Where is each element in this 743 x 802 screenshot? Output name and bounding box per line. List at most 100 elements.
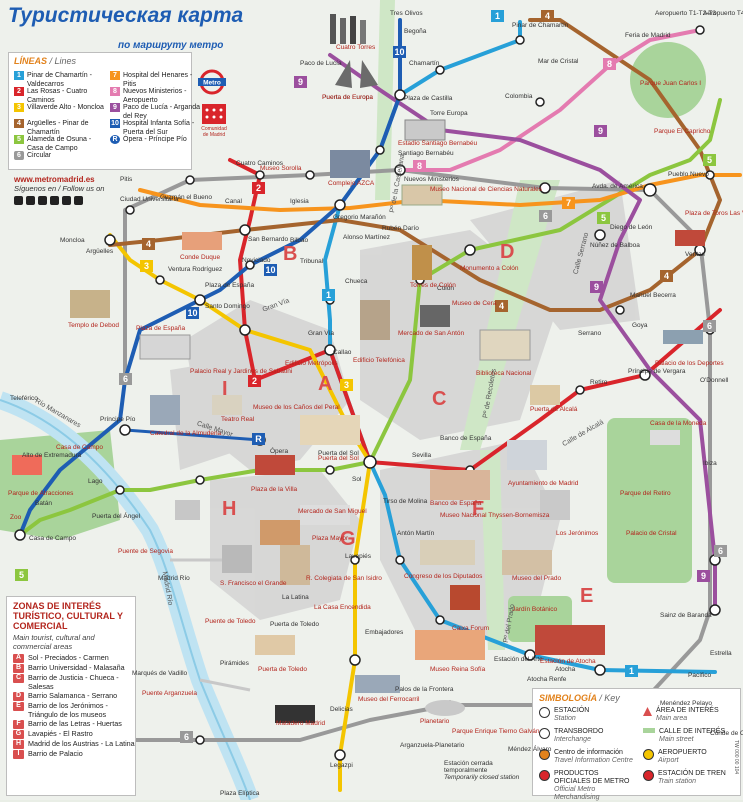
station-label[interactable]: Príncipe Pío [100,416,136,423]
station-label[interactable]: Marqués de Vadillo [132,670,188,677]
zones-subtitle: Main tourist, cultural and commercial ar… [13,633,95,651]
station-label[interactable]: Puerta del Ángel [92,513,141,520]
station-label[interactable]: Retiro [590,379,608,386]
station-label[interactable]: Estación del Arte [494,656,543,663]
station-label[interactable]: Sainz de Baranda [660,612,712,619]
station-label[interactable]: Ventura Rodríguez [168,266,223,273]
station-label[interactable]: Puerta del Sol [318,450,359,457]
svg-text:8: 8 [607,59,612,69]
station-label[interactable]: Arganzuela-Planetario [400,742,465,749]
station-label[interactable]: San Bernardo [248,236,289,243]
station-label[interactable]: Pinar de Chamartín [512,22,569,29]
station-label[interactable]: Paco de Lucía [300,60,342,67]
station-label[interactable]: Ciudad Universitaria [120,196,179,203]
station-label[interactable]: Príncipe de Vergara [628,368,686,375]
linkedin-icon[interactable] [62,196,71,205]
station-label[interactable]: O'Donnell [700,377,729,384]
station-label[interactable]: Batán [35,500,52,507]
station-label[interactable]: La Latina [282,594,309,601]
station-label[interactable]: Madrid Río [158,575,190,582]
station-label[interactable]: Colón [437,285,454,292]
station-label[interactable]: Estrella [710,650,732,657]
station-label[interactable]: Colombia [505,93,533,100]
station-label[interactable]: Palos de la Frontera [395,686,454,693]
station-label[interactable]: Teleférico [10,395,38,402]
station-label[interactable]: Lavapiés [345,553,372,560]
station-label[interactable]: Casa de Campo [29,535,76,542]
station-label[interactable]: Alto de Extremadura [22,452,82,459]
station-label[interactable]: Feria de Madrid [625,32,671,39]
station-label[interactable]: Pacífico [688,672,712,679]
station-label[interactable]: Ventas [685,251,705,258]
station-label[interactable]: Diego de León [610,224,653,231]
station-label[interactable]: Legazpi [330,762,353,769]
key-item-label-en: Interchange [554,736,591,743]
station-label[interactable]: Atocha Renfe [527,676,567,683]
station-label[interactable]: Sevilla [412,452,432,459]
station-label[interactable]: Santiago Bernabéu [398,150,454,157]
station-label[interactable]: Argüelles [86,248,114,255]
station-label[interactable]: Gregorio Marañón [333,214,386,221]
station-label[interactable]: Pirámides [220,660,249,667]
station-label[interactable]: Serrano [578,330,602,337]
station-label[interactable]: Conde de Casal [710,730,743,737]
station-label[interactable]: Guzmán el Bueno [160,194,213,201]
station-label[interactable]: Chueca [345,278,368,285]
station-label[interactable]: Gran Vía [308,330,335,337]
station-label[interactable]: Tres Olivos [390,10,423,17]
station-label[interactable]: Torre Europa [430,110,468,117]
follow-text: Síguenos en / Follow us on [14,184,105,193]
station-label[interactable]: Noviciado [242,257,271,264]
station-label[interactable]: Puerta de Toledo [270,621,320,628]
station-label[interactable]: Moncloa [60,237,85,244]
station-label[interactable]: Menéndez Pelayo [660,700,713,707]
place-label: Catedral de la Almudena [150,430,222,437]
station-label[interactable]: Tribunal [300,258,324,265]
station-label[interactable]: Ibiza [703,460,717,467]
instagram-icon[interactable] [26,196,35,205]
station-label[interactable]: Núñez de Balboa [590,242,640,249]
station-label[interactable]: Chamartín [409,60,440,67]
station-label[interactable]: Canal [225,198,242,205]
station-label[interactable]: Lago [88,478,103,485]
station-label[interactable]: Tirso de Molina [383,498,428,505]
station-label[interactable]: Atocha [555,666,576,673]
key-circle-icon [539,707,550,718]
station-label[interactable]: Callao [333,349,352,356]
youtube-icon[interactable] [50,196,59,205]
station-label[interactable]: Santo Domingo [205,303,250,310]
station-label[interactable]: Alonso Martínez [343,234,390,241]
station-label[interactable]: Ópera [270,448,289,455]
station-label[interactable]: Aeropuerto T4 [703,10,743,17]
station-label[interactable]: Plaza de España [205,282,255,289]
station-label[interactable]: Pitis [120,176,133,183]
station-label[interactable]: Cuatro Caminos [236,160,283,167]
station-label[interactable]: Mar de Cristal [538,58,579,65]
facebook-icon[interactable] [14,196,23,205]
station-label[interactable]: Begoña [404,28,427,35]
station-label[interactable]: Rubén Darío [382,225,419,232]
station-label[interactable]: Aeropuerto T1-T2-T3 [655,10,716,17]
station-label[interactable]: Nuevos Ministerios [404,176,459,183]
station-label[interactable]: Sol [352,476,362,483]
station-label[interactable]: Embajadores [365,629,404,636]
station-label[interactable]: Manuel Becerra [630,292,676,299]
station-label[interactable]: Banco de España [440,435,492,442]
website-link[interactable]: www.metromadrid.es [14,175,95,184]
station-label[interactable]: Goya [632,322,648,329]
station-label[interactable]: Méndez Álvaro [508,746,552,753]
station-label[interactable]: Bilbao [290,237,309,244]
station-label[interactable]: Plaza de Castilla [404,95,453,102]
station-label[interactable]: Plaza Elíptica [220,790,260,797]
spotify-icon[interactable] [74,196,83,205]
station-label[interactable]: Antón Martín [397,530,435,537]
station-label[interactable]: Avda. de América [592,183,643,190]
station-label[interactable]: Iglesia [290,198,309,205]
station-label[interactable]: Puerta de Europa [322,94,373,101]
station-label[interactable]: Delicias [330,706,353,713]
twitter-icon[interactable] [38,196,47,205]
key-item-label-en: Main street [659,736,694,743]
station-label[interactable]: Pueblo Nuevo [668,171,709,178]
zone-legend-label: Lavapiés - El Rastro [28,729,93,738]
